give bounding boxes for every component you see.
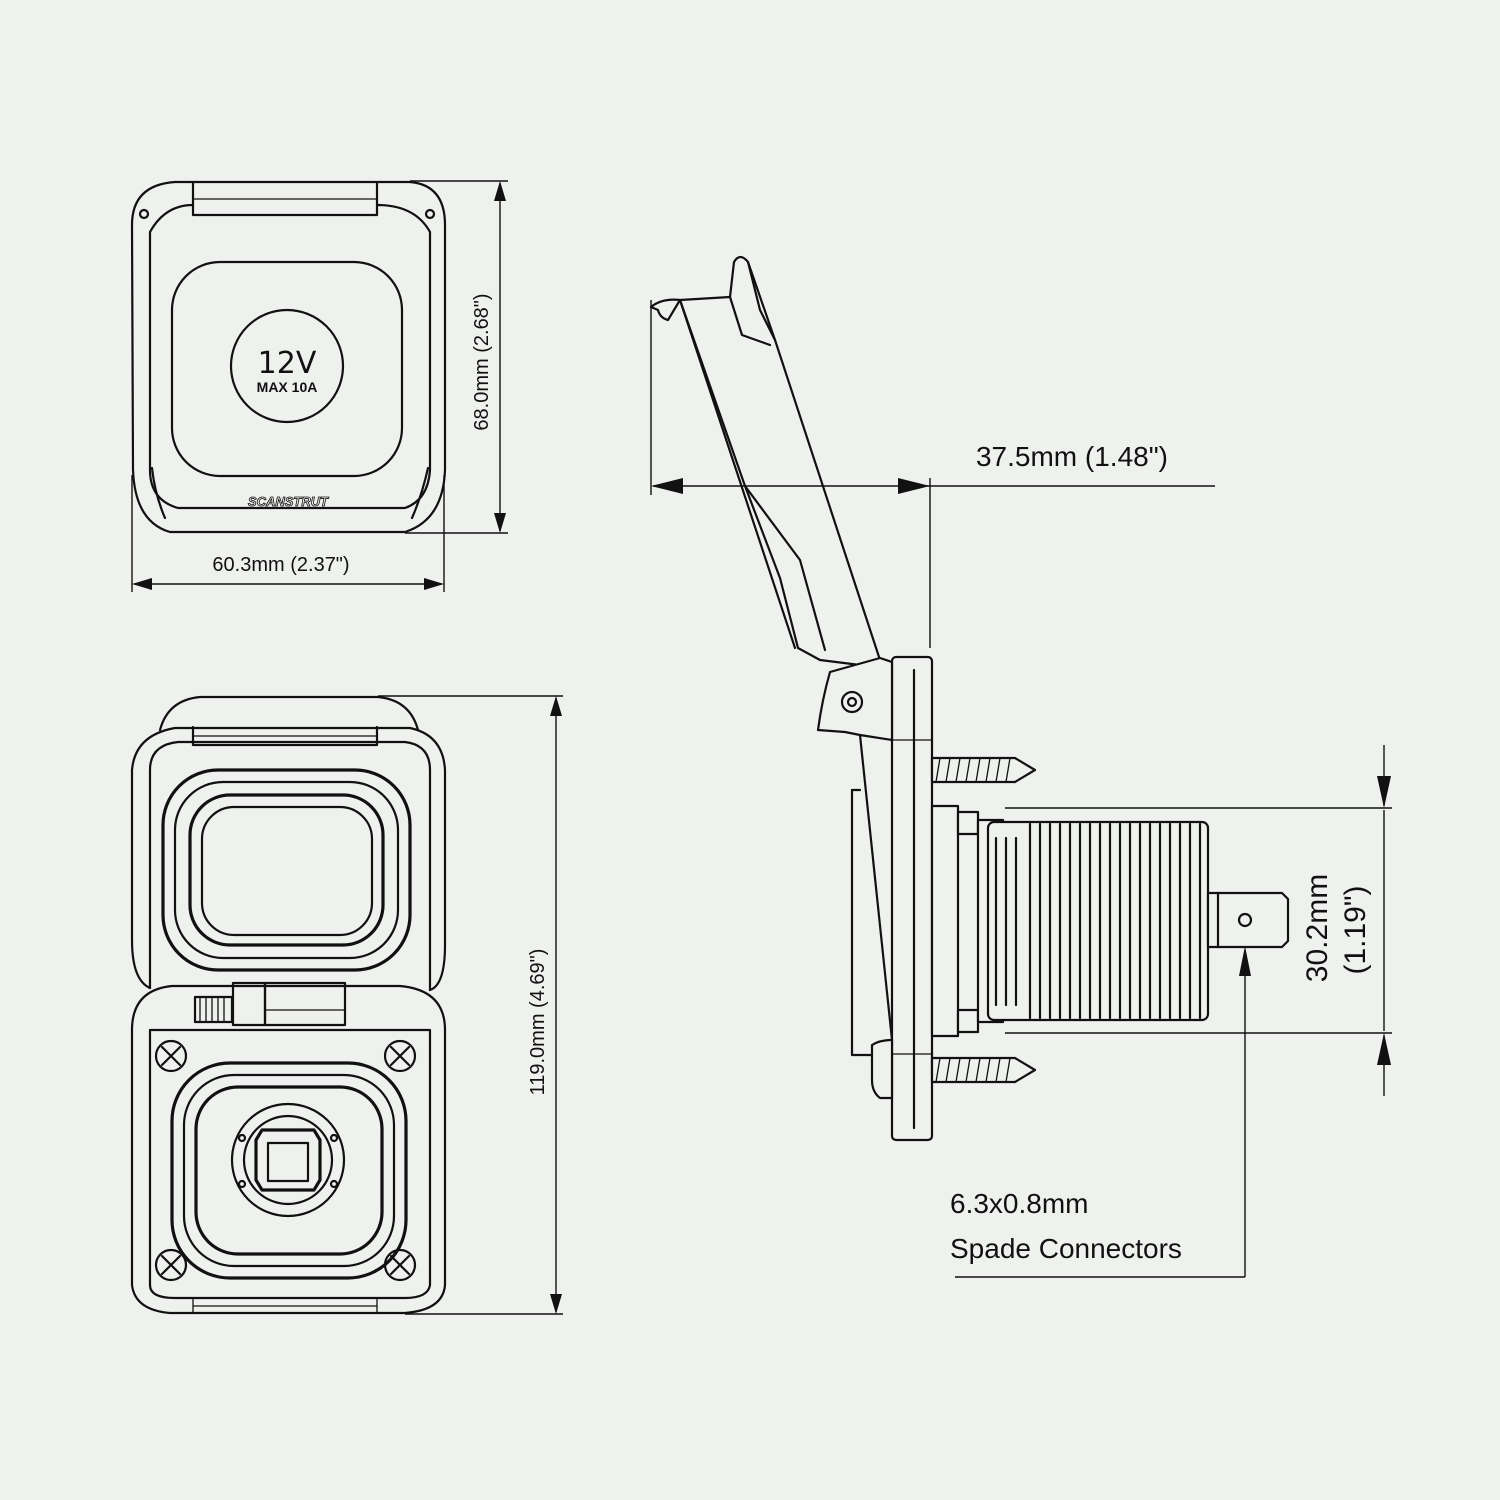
wood-screw-top [930,756,1037,784]
side-depth-label: 37.5mm (1.48") [976,441,1168,472]
front-width-label: 60.3mm (2.37") [212,554,349,576]
callout-line1: 6.3x0.8mm [950,1188,1089,1219]
open-height-dimension: 119.0mm (4.69") [378,695,563,1315]
front-view-closed: 12V MAX 10A SCANSTRUT [130,180,447,534]
screw-top-left [154,1039,188,1073]
body-diameter-mm-label: 30.2mm [1301,874,1334,982]
voltage-label: 12V [258,346,317,381]
open-height-label: 119.0mm (4.69") [527,949,549,1096]
side-depth-dimension: 37.5mm (1.48") [650,300,1215,648]
wood-screw-bottom [930,1056,1037,1084]
callout-line2: Spade Connectors [950,1233,1182,1264]
body-diameter-in-label: (1.19") [1339,885,1372,974]
front-height-label: 68.0mm (2.68") [471,293,493,430]
screw-bottom-right [383,1248,417,1282]
front-height-dimension: 68.0mm (2.68") [405,180,508,534]
front-view-open [130,695,447,1315]
screw-top-right [383,1039,417,1073]
brand-logo: SCANSTRUT [248,494,329,509]
side-view [649,255,1290,1142]
spade-connector-callout: 6.3x0.8mm Spade Connectors [950,946,1251,1278]
front-width-dimension: 60.3mm (2.37") [131,475,445,592]
screw-bottom-left [154,1248,188,1282]
body-diameter-dimension: 30.2mm (1.19") [1005,745,1392,1096]
rating-label: MAX 10A [257,379,318,395]
